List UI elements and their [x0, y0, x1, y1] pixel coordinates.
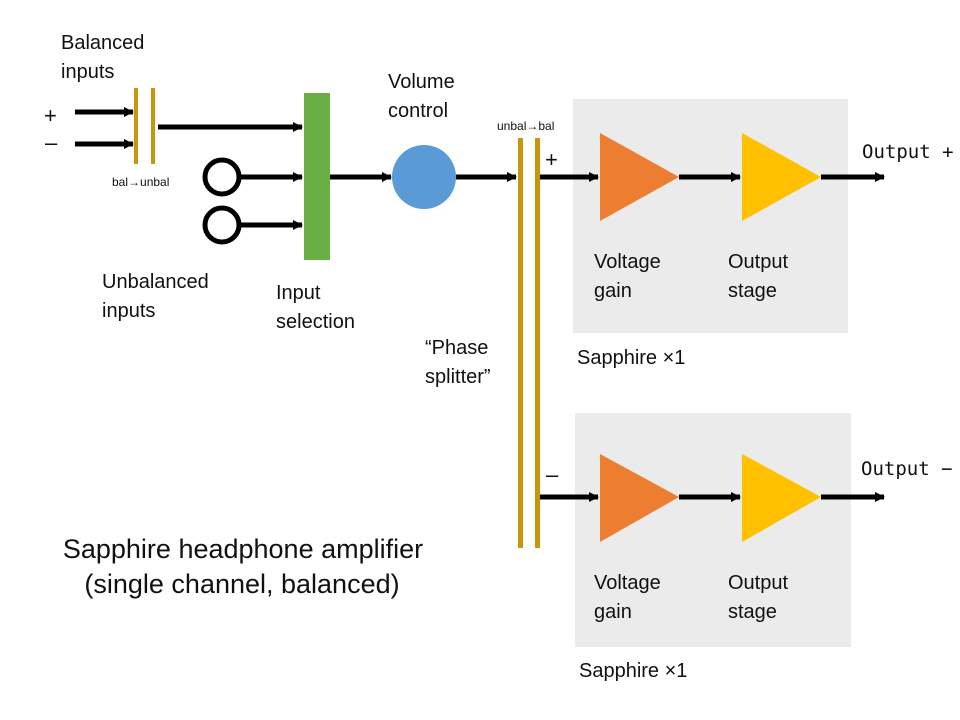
volume-control-label-2: control	[388, 100, 448, 122]
unbalanced-inputs-label-1: Unbalanced	[102, 271, 209, 293]
phase-splitter-right	[535, 138, 540, 548]
bal-unbal-label: bal→unbal	[112, 175, 169, 189]
phase-splitter-left	[518, 138, 523, 548]
unbalanced-jack-1	[202, 157, 242, 197]
sapphire-top-label: Sapphire ×1	[577, 347, 685, 369]
voltage-gain-top	[600, 133, 679, 221]
volume-control-label-1: Volume	[388, 71, 455, 93]
phase-splitter-label-1: “Phase	[425, 337, 488, 359]
input-selection-label-1: Input	[276, 282, 321, 304]
diagram-title-line2: (single channel, balanced)	[84, 569, 399, 599]
input-selection-label-2: selection	[276, 311, 355, 333]
bal-unbal-transformer-left	[134, 88, 138, 164]
voltage-gain-bottom	[600, 454, 679, 542]
unbal-bal-label: unbal→bal	[497, 119, 554, 133]
balanced-inputs-label-2: inputs	[61, 61, 114, 83]
voltage-gain-top-label-1: Voltage	[594, 251, 661, 273]
volume-control-knob	[392, 145, 456, 209]
output-stage-top-label-2: stage	[728, 280, 777, 302]
splitter-plus-sign: +	[545, 147, 558, 172]
balanced-minus-sign: –	[45, 130, 58, 155]
balanced-plus-sign: +	[44, 103, 57, 128]
bal-unbal-transformer-right	[151, 88, 155, 164]
output-stage-bottom-label-2: stage	[728, 601, 777, 623]
unbalanced-jack-2	[202, 205, 242, 245]
output-minus-label: Output −	[861, 458, 953, 480]
voltage-gain-bottom-label-1: Voltage	[594, 572, 661, 594]
phase-splitter-label-2: splitter”	[425, 366, 491, 388]
output-plus-label: Output +	[862, 141, 954, 163]
diagram-title-line1: Sapphire headphone amplifier	[63, 534, 423, 564]
splitter-minus-sign: –	[546, 462, 559, 487]
voltage-gain-top-label-2: gain	[594, 280, 632, 302]
output-stage-bottom-label-1: Output	[728, 572, 788, 594]
output-stage-top-label-1: Output	[728, 251, 788, 273]
output-stage-bottom	[742, 454, 821, 542]
unbalanced-inputs-label-2: inputs	[102, 300, 155, 322]
output-stage-top	[742, 133, 821, 221]
sapphire-module-top-bg	[573, 99, 848, 333]
balanced-inputs-label-1: Balanced	[61, 32, 144, 54]
sapphire-bottom-label: Sapphire ×1	[579, 660, 687, 682]
voltage-gain-bottom-label-2: gain	[594, 601, 632, 623]
input-selector-block	[304, 93, 330, 260]
